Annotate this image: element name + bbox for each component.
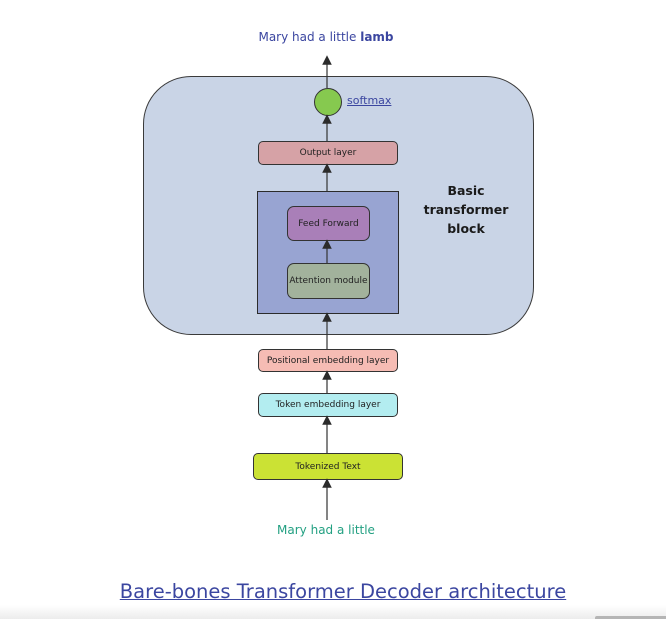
softmax-link[interactable]: softmax	[347, 94, 392, 107]
token-embedding-box: Token embedding layer	[258, 393, 398, 417]
output-layer-box: Output layer	[258, 141, 398, 165]
bottom-bar	[0, 605, 666, 619]
predicted-token: lamb	[360, 30, 394, 44]
block-label-line1: Basic transformer	[423, 183, 509, 217]
attention-module-box: Attention module	[287, 263, 370, 299]
block-label: Basic transformer block	[404, 181, 528, 238]
caption-link[interactable]: Bare-bones Transformer Decoder architect…	[119, 580, 567, 603]
scrollbar-thumb[interactable]	[595, 616, 666, 619]
output-prefix: Mary had a little	[258, 30, 357, 44]
input-sentence: Mary had a little	[277, 523, 375, 537]
tokenized-text-box: Tokenized Text	[253, 453, 403, 480]
block-label-line2: block	[447, 221, 485, 236]
softmax-node	[314, 88, 342, 116]
output-sentence: Mary had a little lamb	[0, 30, 652, 44]
feed-forward-box: Feed Forward	[287, 206, 370, 241]
